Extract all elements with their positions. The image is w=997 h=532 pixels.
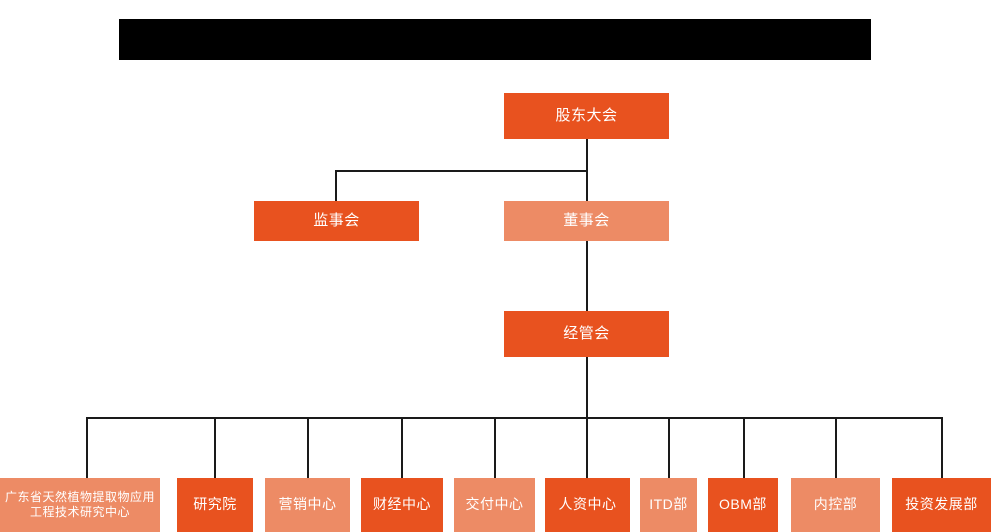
connector-supervisors-down	[335, 170, 337, 201]
node-label: OBM部	[719, 496, 767, 513]
connector-dept-drop-3	[307, 417, 309, 478]
node-dept-delivery-center[interactable]: 交付中心	[454, 478, 535, 532]
connector-exec-to-bus	[586, 357, 588, 419]
node-label: 广东省天然植物提取物应用工程技术研究中心	[4, 490, 155, 519]
connector-dept-drop-1	[86, 417, 88, 478]
connector-dept-drop-8	[743, 417, 745, 478]
node-dept-research-center[interactable]: 广东省天然植物提取物应用工程技术研究中心	[0, 478, 160, 532]
node-board-of-supervisors[interactable]: 监事会	[254, 201, 419, 241]
node-dept-obm[interactable]: OBM部	[708, 478, 778, 532]
connector-dept-drop-4	[401, 417, 403, 478]
node-dept-itd[interactable]: ITD部	[640, 478, 697, 532]
node-label: 人资中心	[558, 496, 617, 513]
connector-dept-drop-6	[586, 417, 588, 478]
node-dept-marketing-center[interactable]: 营销中心	[265, 478, 350, 532]
node-dept-internal-control[interactable]: 内控部	[791, 478, 880, 532]
connector-departments-bus	[86, 417, 943, 419]
connector-dept-drop-2	[214, 417, 216, 478]
node-executive-management-committee[interactable]: 经管会	[504, 311, 669, 357]
redacted-title-bar	[119, 19, 871, 60]
node-label: 交付中心	[465, 496, 524, 513]
node-dept-finance-center[interactable]: 财经中心	[361, 478, 443, 532]
connector-dept-drop-7	[668, 417, 670, 478]
connector-directors-to-exec	[586, 241, 588, 311]
node-dept-hr-center[interactable]: 人资中心	[545, 478, 630, 532]
node-label: 董事会	[563, 211, 610, 229]
node-board-of-directors[interactable]: 董事会	[504, 201, 669, 241]
connector-directors-down	[586, 170, 588, 201]
connector-dept-drop-5	[494, 417, 496, 478]
node-shareholders-meeting[interactable]: 股东大会	[504, 93, 669, 139]
node-label: 监事会	[313, 211, 360, 229]
node-label: 内控部	[813, 496, 858, 513]
node-label: 营销中心	[278, 496, 337, 513]
node-dept-research-institute[interactable]: 研究院	[177, 478, 253, 532]
node-dept-investment-development[interactable]: 投资发展部	[892, 478, 991, 532]
connector-dept-drop-9	[835, 417, 837, 478]
node-label: ITD部	[649, 496, 688, 513]
connector-dept-drop-10	[941, 417, 943, 478]
node-label: 经管会	[563, 324, 610, 342]
connector-level2-horizontal	[335, 170, 588, 172]
node-label: 研究院	[193, 496, 237, 513]
node-label: 财经中心	[373, 496, 431, 513]
node-label: 投资发展部	[905, 496, 978, 513]
node-label: 股东大会	[555, 106, 618, 124]
connector-shareholders-down	[586, 139, 588, 171]
